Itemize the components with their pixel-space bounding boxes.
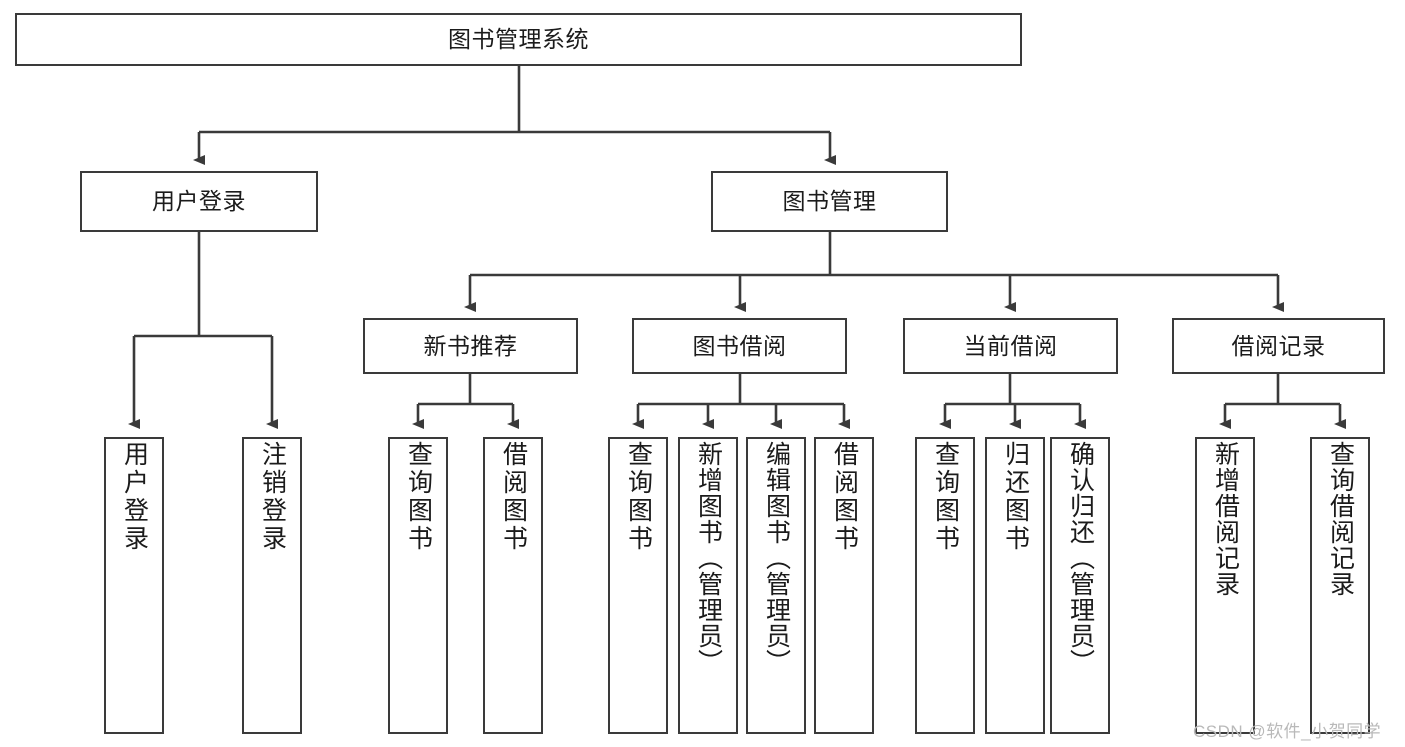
csdn-watermark: CSDN @软件_小贺同学 <box>1193 722 1382 741</box>
node-label: 新书推荐 <box>423 332 518 359</box>
node-label: 归还图书 <box>1001 441 1030 553</box>
leaf-current-borrow-confirm-return-admin[interactable]: 确认归还（管理员） <box>1050 437 1110 734</box>
leaf-book-borrow-borrow-book[interactable]: 借阅图书 <box>814 437 874 734</box>
node-label: 借阅图书 <box>830 441 859 553</box>
node-label: 借阅记录 <box>1231 332 1326 359</box>
leaf-new-book-borrow-book[interactable]: 借阅图书 <box>483 437 543 734</box>
node-label: 查询图书 <box>624 441 653 553</box>
node-label: 借阅图书 <box>499 441 528 553</box>
node-label: 当前借阅 <box>963 332 1058 359</box>
node-label: 用户登录 <box>152 188 246 215</box>
node-current-borrow[interactable]: 当前借阅 <box>903 318 1118 374</box>
node-root-library-system[interactable]: 图书管理系统 <box>15 13 1022 66</box>
node-label: 编辑图书（管理员） <box>762 441 791 675</box>
node-user-login[interactable]: 用户登录 <box>80 171 318 232</box>
node-label: 图书借阅 <box>692 332 787 359</box>
node-book-management[interactable]: 图书管理 <box>711 171 948 232</box>
node-label: 查询图书 <box>404 441 433 553</box>
node-borrow-records[interactable]: 借阅记录 <box>1172 318 1385 374</box>
node-label: 新增图书（管理员） <box>694 441 723 675</box>
node-label: 查询图书 <box>931 441 960 553</box>
node-label: 确认归还（管理员） <box>1066 441 1095 675</box>
leaf-book-borrow-query-book[interactable]: 查询图书 <box>608 437 668 734</box>
node-label: 新增借阅记录 <box>1211 441 1240 597</box>
node-label: 查询借阅记录 <box>1326 441 1355 597</box>
node-label: 用户登录 <box>120 441 149 553</box>
leaf-book-borrow-add-book-admin[interactable]: 新增图书（管理员） <box>678 437 738 734</box>
node-label: 注销登录 <box>258 441 287 553</box>
leaf-borrow-records-query-record[interactable]: 查询借阅记录 <box>1310 437 1370 734</box>
leaf-current-borrow-return-book[interactable]: 归还图书 <box>985 437 1045 734</box>
leaf-user-login-login[interactable]: 用户登录 <box>104 437 164 734</box>
node-label: 图书管理系统 <box>448 26 589 53</box>
leaf-current-borrow-query-book[interactable]: 查询图书 <box>915 437 975 734</box>
node-new-book-recommend[interactable]: 新书推荐 <box>363 318 578 374</box>
leaf-borrow-records-add-record[interactable]: 新增借阅记录 <box>1195 437 1255 734</box>
leaf-new-book-query-book[interactable]: 查询图书 <box>388 437 448 734</box>
node-book-borrow[interactable]: 图书借阅 <box>632 318 847 374</box>
node-label: 图书管理 <box>782 188 877 215</box>
leaf-book-borrow-edit-book-admin[interactable]: 编辑图书（管理员） <box>746 437 806 734</box>
leaf-user-login-logout[interactable]: 注销登录 <box>242 437 302 734</box>
